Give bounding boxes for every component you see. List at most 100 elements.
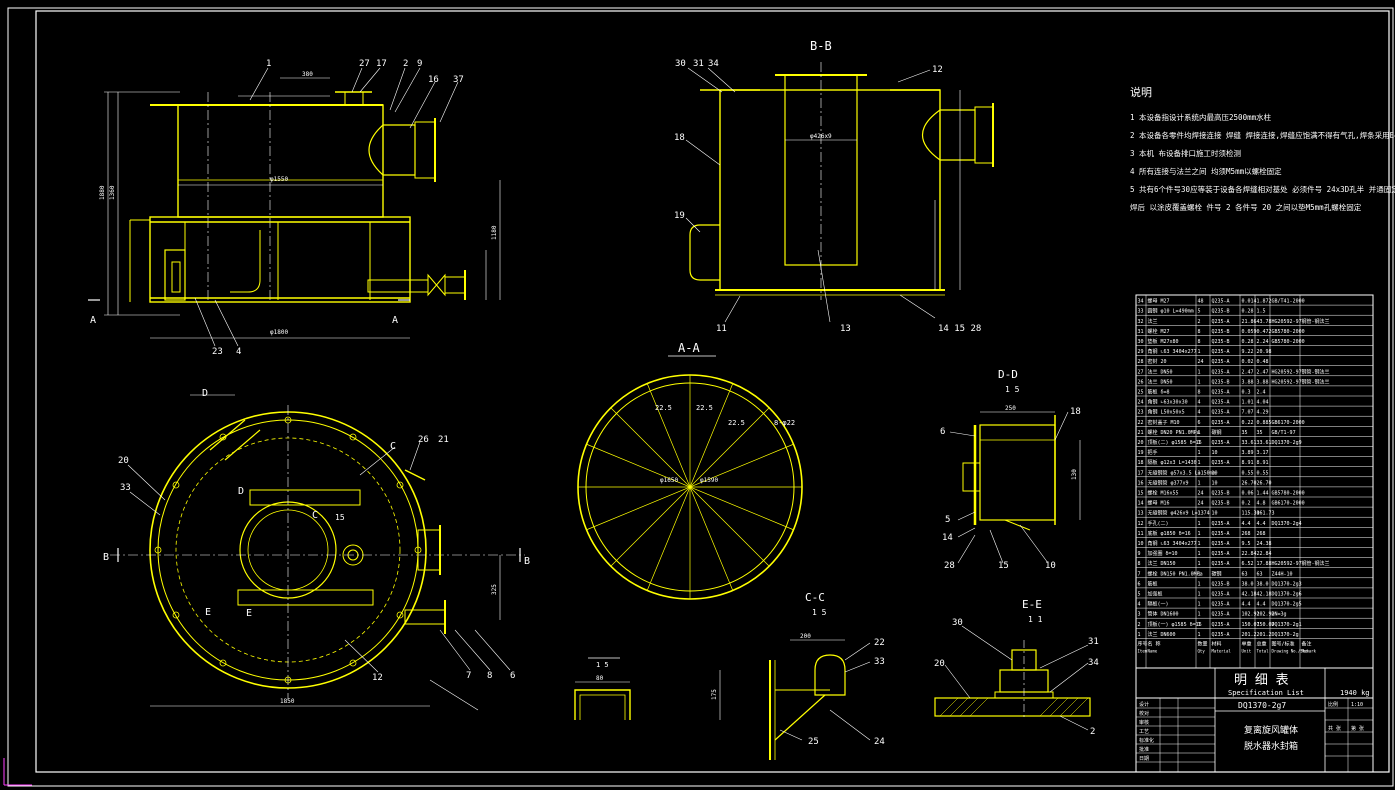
bom-cell: 19 [1138, 450, 1144, 456]
bom-cell: GB6170-2000 [1272, 501, 1305, 507]
bom-cell: 3.88 [1257, 379, 1269, 385]
bom-cell: 22 [1138, 420, 1144, 426]
bom-cell: Q235-A [1212, 531, 1230, 537]
bom-cell: 3.17 [1257, 450, 1269, 456]
main-label-37: 37 [453, 75, 464, 85]
bom-cell: Q235-A [1212, 410, 1230, 416]
bom-cell: 0.2 [1242, 501, 1251, 507]
bom-col-header: 图号/标准 [1272, 640, 1295, 647]
bom-cell: 0.014 [1242, 299, 1257, 305]
bom-cell: HG20592-97 [1272, 561, 1302, 567]
bom-cell: 48 [1198, 299, 1204, 305]
bom-cell: 0.472 [1257, 329, 1272, 335]
bom-cell: 1 [1198, 470, 1201, 476]
bom-cell: 筋板 δ=8 [1148, 389, 1170, 396]
bom-cell: 1.5 [1257, 309, 1266, 315]
svg-text:200: 200 [800, 633, 811, 640]
bom-cell: 38.0 [1242, 581, 1254, 587]
bom-cell: 22.84 [1257, 551, 1272, 557]
main-label-a-right: A [392, 315, 398, 326]
bom-cell: 21 [1138, 430, 1144, 436]
bom-cell: 63 [1242, 571, 1248, 577]
bom-cell: 1 [1198, 369, 1201, 375]
bom-cell: 2.47 [1242, 369, 1254, 375]
bom-cell: 1 [1198, 622, 1201, 628]
bom-cell: 102.92 [1242, 612, 1260, 618]
bom-cell: 10 [1212, 450, 1218, 456]
cc-label-24: 24 [874, 737, 885, 747]
bom-title: 明 细 表 [1234, 673, 1289, 688]
bom-cell: 1.44 [1257, 491, 1269, 497]
bom-cell: 螺栓 DN20 PN1.0MPa [1148, 429, 1200, 436]
bom-cell: 8.91 [1242, 460, 1254, 466]
bom-cell: 2.47 [1257, 369, 1269, 375]
tb-sheet-no: 第 张 [1351, 725, 1364, 732]
bom-cell: GB5780-2000 [1272, 491, 1305, 497]
bom-cell: Q235-A [1212, 299, 1230, 305]
svg-text:φ1550: φ1550 [270, 176, 288, 183]
bom-cell: 2.4 [1257, 390, 1266, 396]
bom-cell: 4 [1138, 602, 1141, 608]
bom-cell: Q235-A [1212, 592, 1230, 598]
bom-cell: 102.92 [1257, 612, 1275, 618]
bom-cell: 螺母 M27 [1148, 298, 1170, 305]
bom-cell: 无缝钢管 φ57x3.5 L=150mm [1148, 469, 1216, 476]
bom-cell: Q235-B [1212, 501, 1230, 507]
bom-cell: 25 [1138, 390, 1144, 396]
cc-view-scale: 1 5 [812, 608, 827, 617]
dd-label-5: 5 [945, 515, 950, 525]
bom-cell: 法兰 [1148, 318, 1158, 325]
ee-label-2: 2 [1090, 727, 1095, 737]
main-label-1: 1 [266, 59, 271, 69]
bom-cell: Q235-A [1212, 420, 1230, 426]
dd-label-15: 15 [998, 561, 1009, 571]
bom-cell: 手孔(二) [1148, 520, 1169, 527]
bom-cell: 无缝钢管 φ377x9 [1148, 479, 1189, 486]
bom-cell: 圆钢 φ10 L=490mm [1148, 308, 1194, 315]
bom-col-header: 备注 [1302, 640, 1312, 647]
svg-text:130: 130 [1071, 469, 1078, 480]
bom-cell: Q235-A [1212, 319, 1230, 325]
svg-text:22.5: 22.5 [696, 404, 713, 412]
bom-cell: 10 [1212, 470, 1218, 476]
bb-label-34: 34 [708, 59, 719, 69]
bom-cell: Q235-A [1212, 460, 1230, 466]
note-line-3: 3 本机 布设备排口施工时须检测 [1130, 148, 1241, 158]
main-label-2: 2 [403, 59, 408, 69]
bom-cell: 4.4 [1242, 602, 1251, 608]
bom-cell: 顶板(二) φ1585 δ=16 [1148, 439, 1202, 446]
bom-cell: 2 [1198, 319, 1201, 325]
cc-label-22: 22 [874, 638, 885, 648]
ee-section-view: E-E 1 1 30 31 20 34 2 [934, 598, 1099, 737]
bom-cell: 12 [1138, 521, 1144, 527]
bom-cell: 1 [1198, 450, 1201, 456]
bom-cell: 1 [1198, 561, 1201, 567]
bom-cell: Q235-A [1212, 622, 1230, 628]
bom-cell: 13 [1138, 511, 1144, 517]
bom-cell: 密封盖子 M10 [1148, 419, 1180, 426]
bom-cell: 11 [1138, 531, 1144, 537]
bb-label-13: 13 [840, 324, 851, 334]
bom-cell: 把手 [1148, 449, 1158, 456]
bom-cell: 4.29 [1257, 410, 1269, 416]
svg-text:325: 325 [491, 584, 498, 595]
bom-cell: 筋板 [1148, 580, 1158, 587]
plan-label-e-mid: E [246, 608, 252, 619]
svg-text:1360: 1360 [109, 185, 116, 200]
cc-section-view: C-C 1 5 200 175 22 33 25 24 [711, 591, 885, 760]
bom-cell: 螺栓 DN150 PN1.0MPa [1148, 570, 1203, 577]
bom-cell: 24.38 [1257, 541, 1272, 547]
bom-cell: 4.4 [1257, 521, 1266, 527]
plan-label-d-mid: D [238, 486, 244, 497]
bom-col-header: 数量 [1198, 640, 1208, 647]
bom-cell: 0.3 [1242, 390, 1251, 396]
bom-cell: 17.88 [1257, 561, 1272, 567]
bom-cell: 24 [1198, 501, 1204, 507]
bom-cell: GB/T1-97 [1272, 430, 1296, 436]
bom-cell: 0.22 [1242, 420, 1254, 426]
bom-cell: 23 [1138, 410, 1144, 416]
bom-cell: 35 [1257, 430, 1263, 436]
bom-cell: 角钢 ∟63 3404x277 [1148, 540, 1197, 547]
bb-label-31: 31 [693, 59, 704, 69]
bom-cell: 1 [1198, 379, 1201, 385]
